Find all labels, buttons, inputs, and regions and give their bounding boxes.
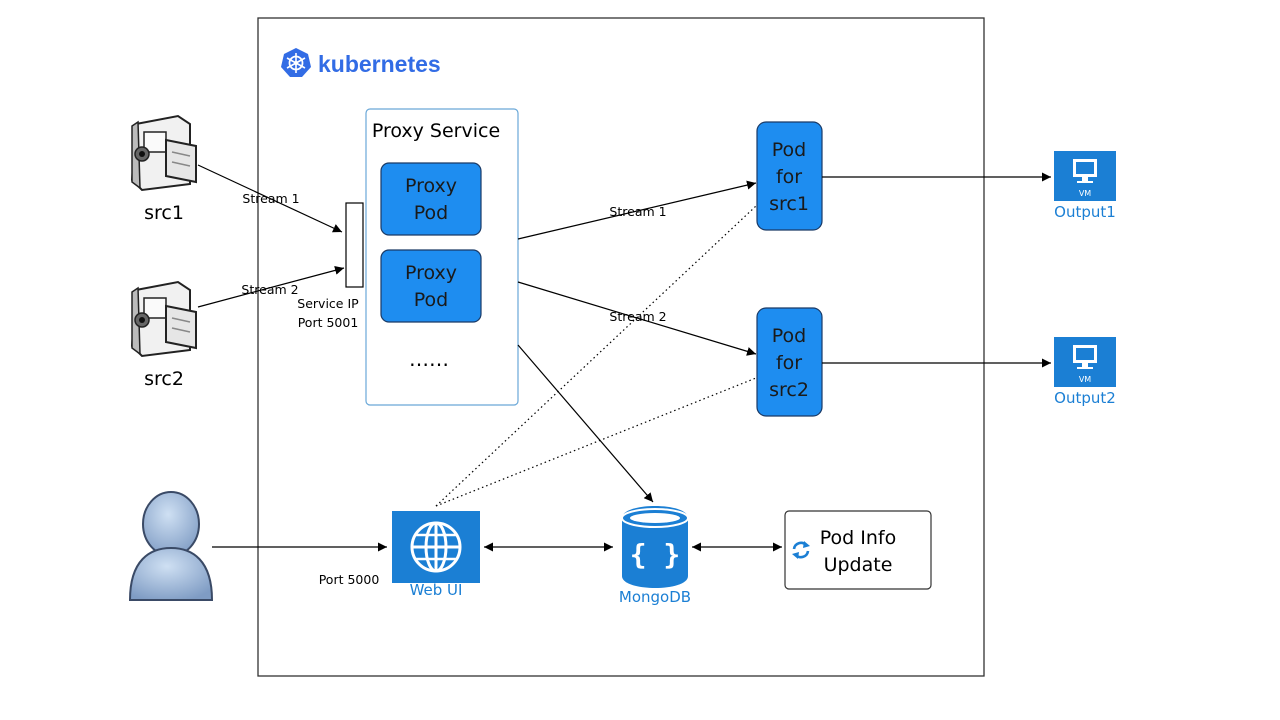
camera-icon bbox=[130, 114, 197, 192]
proxy-pod bbox=[380, 162, 482, 236]
source-label: src1 bbox=[144, 202, 184, 224]
stream-pod-label: Pod bbox=[772, 139, 806, 161]
webui-pod-dotted-link bbox=[435, 205, 757, 507]
stream-out-arrow bbox=[517, 180, 757, 240]
proxy-to-db-arrow bbox=[517, 344, 654, 503]
stream-pod-label: src2 bbox=[769, 379, 809, 401]
stream-pod-label: src1 bbox=[769, 193, 809, 215]
stream-pod-label: for bbox=[776, 352, 802, 374]
mongodb-icon: { } bbox=[621, 506, 689, 588]
proxy-pod-ellipsis: …… bbox=[409, 347, 449, 371]
pod-info-update-box bbox=[784, 510, 932, 590]
mongodb-label: MongoDB bbox=[619, 588, 691, 606]
web-ui-globe-icon bbox=[392, 511, 480, 583]
kubernetes-cluster-frame bbox=[257, 17, 985, 677]
vm-icon: VM bbox=[1054, 151, 1116, 201]
webui-pod-dotted-link bbox=[435, 377, 757, 507]
vm-badge: VM bbox=[1079, 189, 1091, 198]
proxy-pod bbox=[380, 249, 482, 323]
proxy-pod-label: Proxy bbox=[405, 175, 457, 197]
pod-info-label: Update bbox=[824, 554, 893, 576]
stream-out-label: Stream 1 bbox=[609, 204, 666, 219]
stream-pod bbox=[756, 121, 823, 231]
kubernetes-brand-name: kubernetes bbox=[318, 51, 441, 77]
output-label: Output1 bbox=[1054, 203, 1116, 221]
pod-info-label: Pod Info bbox=[820, 527, 896, 549]
source-label: src2 bbox=[144, 368, 184, 390]
stream-out-label: Stream 2 bbox=[609, 309, 666, 324]
proxy-pod-label: Pod bbox=[414, 202, 448, 224]
kubernetes-logo-icon bbox=[281, 48, 311, 77]
vm-icon: VM bbox=[1054, 337, 1116, 387]
stream-in-arrow bbox=[197, 265, 345, 308]
service-port-block bbox=[345, 202, 364, 288]
proxy-pod-label: Proxy bbox=[405, 262, 457, 284]
stream-pod bbox=[756, 307, 823, 417]
stream-pod-label: Pod bbox=[772, 325, 806, 347]
proxy-pod-label: Pod bbox=[414, 289, 448, 311]
service-ip-label: Service IP bbox=[297, 296, 359, 311]
service-port-label: Port 5001 bbox=[298, 315, 359, 330]
camera-icon bbox=[130, 280, 197, 358]
proxy-service-title: Proxy Service bbox=[372, 120, 500, 142]
stream-in-arrow bbox=[197, 164, 343, 233]
webui-port-label: Port 5000 bbox=[319, 572, 380, 587]
svg-text:{ }: { } bbox=[630, 538, 681, 571]
stream-in-label: Stream 2 bbox=[241, 282, 298, 297]
refresh-icon bbox=[792, 541, 810, 559]
user-icon bbox=[128, 491, 214, 601]
vm-badge: VM bbox=[1079, 375, 1091, 384]
output-label: Output2 bbox=[1054, 389, 1116, 407]
web-ui-label: Web UI bbox=[410, 581, 463, 599]
stream-in-label: Stream 1 bbox=[242, 191, 299, 206]
stream-pod-label: for bbox=[776, 166, 802, 188]
